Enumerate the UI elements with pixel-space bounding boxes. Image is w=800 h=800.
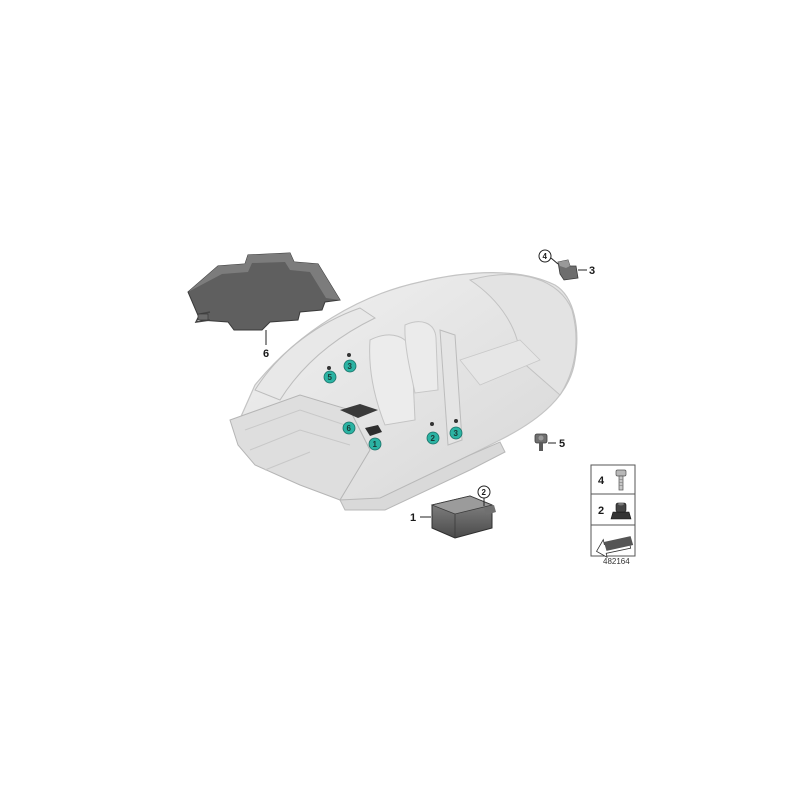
body-marker-2[interactable]: 2 [426, 431, 440, 445]
svg-text:3: 3 [348, 362, 353, 371]
legend-box: 4 2 [590, 464, 636, 559]
body-marker-6[interactable]: 6 [342, 421, 356, 435]
svg-text:3: 3 [454, 429, 459, 438]
body-marker-3-rear[interactable]: 3 [449, 426, 463, 440]
car-body-shell [229, 272, 578, 511]
in-body-parts [327, 353, 458, 436]
body-marker-5[interactable]: 5 [323, 370, 337, 384]
svg-text:1: 1 [373, 440, 378, 449]
bolt-icon [615, 469, 627, 491]
callout-circle-4-label: 4 [543, 252, 548, 261]
body-marker-3-front[interactable]: 3 [343, 359, 357, 373]
part-1-control-unit[interactable] [430, 495, 496, 539]
leader-line-4 [550, 257, 559, 265]
svg-text:5: 5 [328, 373, 333, 382]
nut-icon [610, 502, 632, 520]
callout-6: 6 [263, 348, 269, 360]
svg-text:2: 2 [431, 434, 436, 443]
body-marker-1[interactable]: 1 [368, 437, 382, 451]
svg-text:6: 6 [347, 424, 352, 433]
callout-circle-2-label: 2 [482, 488, 487, 497]
legend-row-2-label: 2 [598, 505, 604, 517]
part-5-sensor[interactable] [534, 433, 548, 451]
part-6-floor-panel[interactable] [187, 252, 341, 331]
part-3-bracket[interactable] [557, 259, 579, 281]
legend-row-4-label: 4 [598, 475, 605, 487]
reference-number: 482164 [603, 557, 630, 566]
callout-circle-4 [538, 249, 552, 263]
callout-1: 1 [410, 512, 416, 524]
callout-5: 5 [559, 438, 565, 450]
direction-arrow-icon [596, 536, 634, 559]
callout-3: 3 [589, 265, 595, 277]
